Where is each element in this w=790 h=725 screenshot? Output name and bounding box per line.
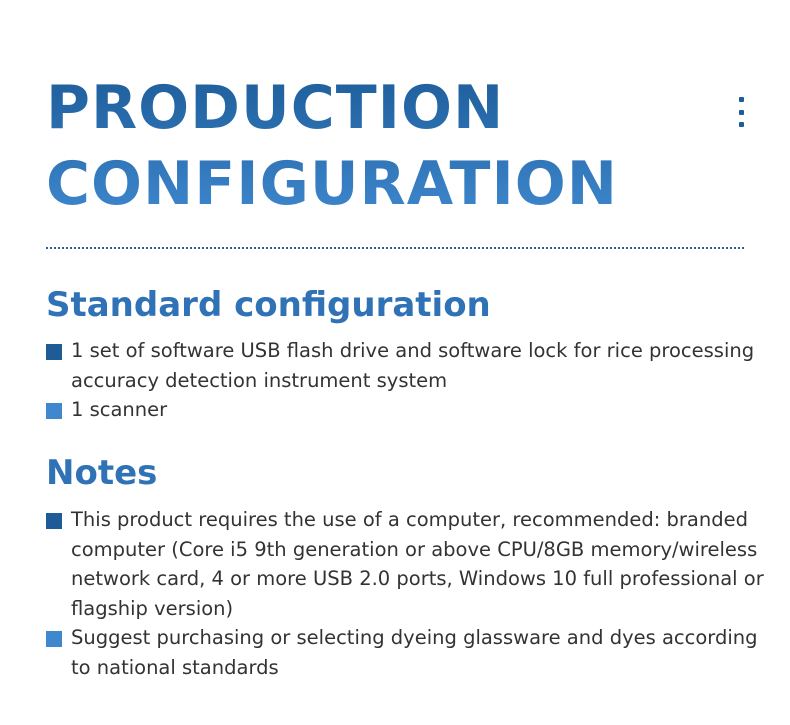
- menu-dot: [738, 109, 744, 115]
- menu-dot: [738, 97, 744, 102]
- list-item: 1 set of software USB flash drive and so…: [46, 336, 766, 395]
- dotted-divider: [46, 247, 744, 249]
- page-title: PRODUCTION CONFIGURATION: [46, 70, 618, 222]
- list-item-text: 1 set of software USB flash drive and so…: [71, 339, 755, 392]
- page-title-line-1: PRODUCTION: [46, 73, 505, 143]
- list-item: 1 scanner: [46, 395, 766, 425]
- list-item: Suggest purchasing or selecting dyeing g…: [46, 623, 766, 682]
- square-bullet-icon: [46, 344, 62, 360]
- square-bullet-icon: [46, 631, 62, 647]
- notes-heading: Notes: [46, 453, 158, 493]
- page-title-line-2: CONFIGURATION: [46, 149, 618, 219]
- list-item-text: This product requires the use of a compu…: [71, 508, 764, 620]
- list-item-text: Suggest purchasing or selecting dyeing g…: [71, 626, 758, 679]
- list-item-text: 1 scanner: [71, 398, 168, 421]
- square-bullet-icon: [46, 403, 62, 419]
- vertical-ellipsis-icon[interactable]: [736, 97, 746, 127]
- notes-list: This product requires the use of a compu…: [46, 505, 766, 682]
- standard-configuration-list: 1 set of software USB flash drive and so…: [46, 336, 766, 425]
- standard-configuration-heading: Standard configuration: [46, 285, 491, 325]
- menu-dot: [738, 122, 744, 127]
- square-bullet-icon: [46, 513, 62, 529]
- list-item: This product requires the use of a compu…: [46, 505, 766, 623]
